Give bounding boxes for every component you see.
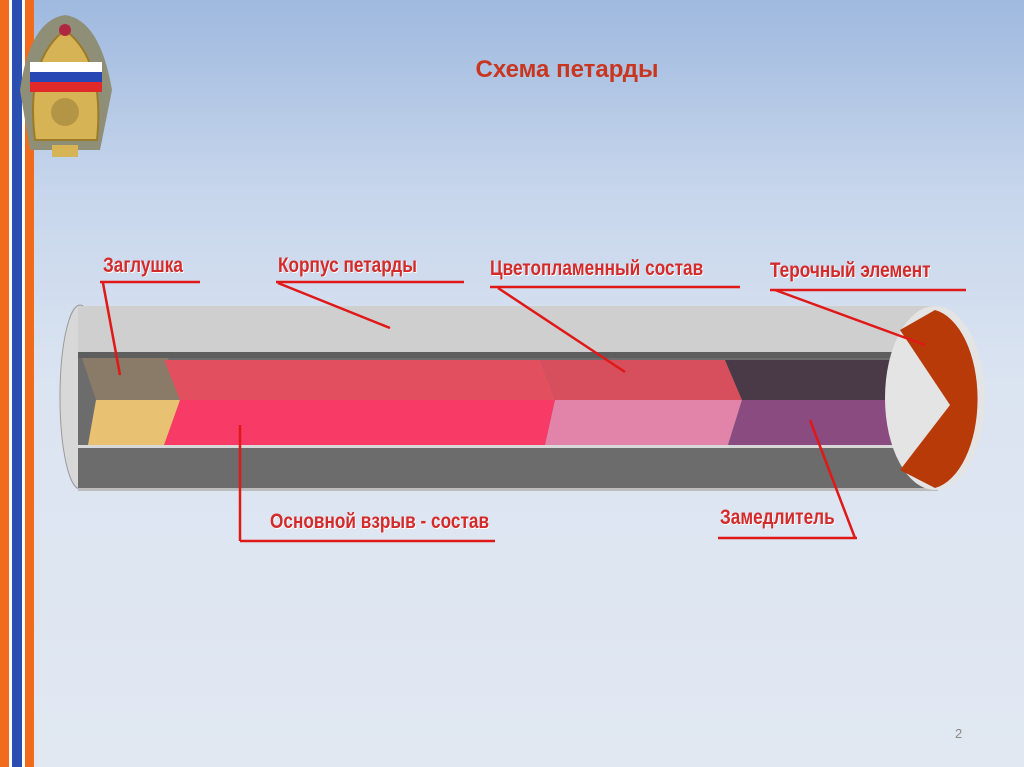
label-color-flame: Цветопламенный состав <box>490 257 704 280</box>
friction-element-cap <box>900 310 978 488</box>
slide-title: Схема петарды <box>475 56 659 83</box>
petard-tube <box>59 304 985 491</box>
callout-lines <box>100 280 966 543</box>
label-main-charge: Основной взрыв - состав <box>270 510 490 533</box>
page-number: 2 <box>955 726 963 741</box>
blue-stripe <box>12 0 22 767</box>
emblem-logo <box>20 15 112 157</box>
main-charge-upper <box>164 360 555 400</box>
orange-stripe-right <box>25 0 34 767</box>
color-flame-lower <box>545 400 742 445</box>
label-friction-element: Терочный элемент <box>770 259 931 282</box>
delay-lower <box>728 400 905 445</box>
color-flame-upper <box>540 360 742 400</box>
plug-upper <box>82 358 180 400</box>
delay-upper <box>725 360 905 400</box>
main-charge-lower <box>164 400 555 445</box>
white-stripe <box>22 0 25 767</box>
orange-stripe-left <box>0 0 9 767</box>
label-body: Корпус петарды <box>278 254 417 277</box>
plug-lower <box>88 400 180 445</box>
label-plug: Заглушка <box>103 254 183 277</box>
white-stripe <box>9 0 12 767</box>
label-delay: Замедлитель <box>720 506 835 529</box>
